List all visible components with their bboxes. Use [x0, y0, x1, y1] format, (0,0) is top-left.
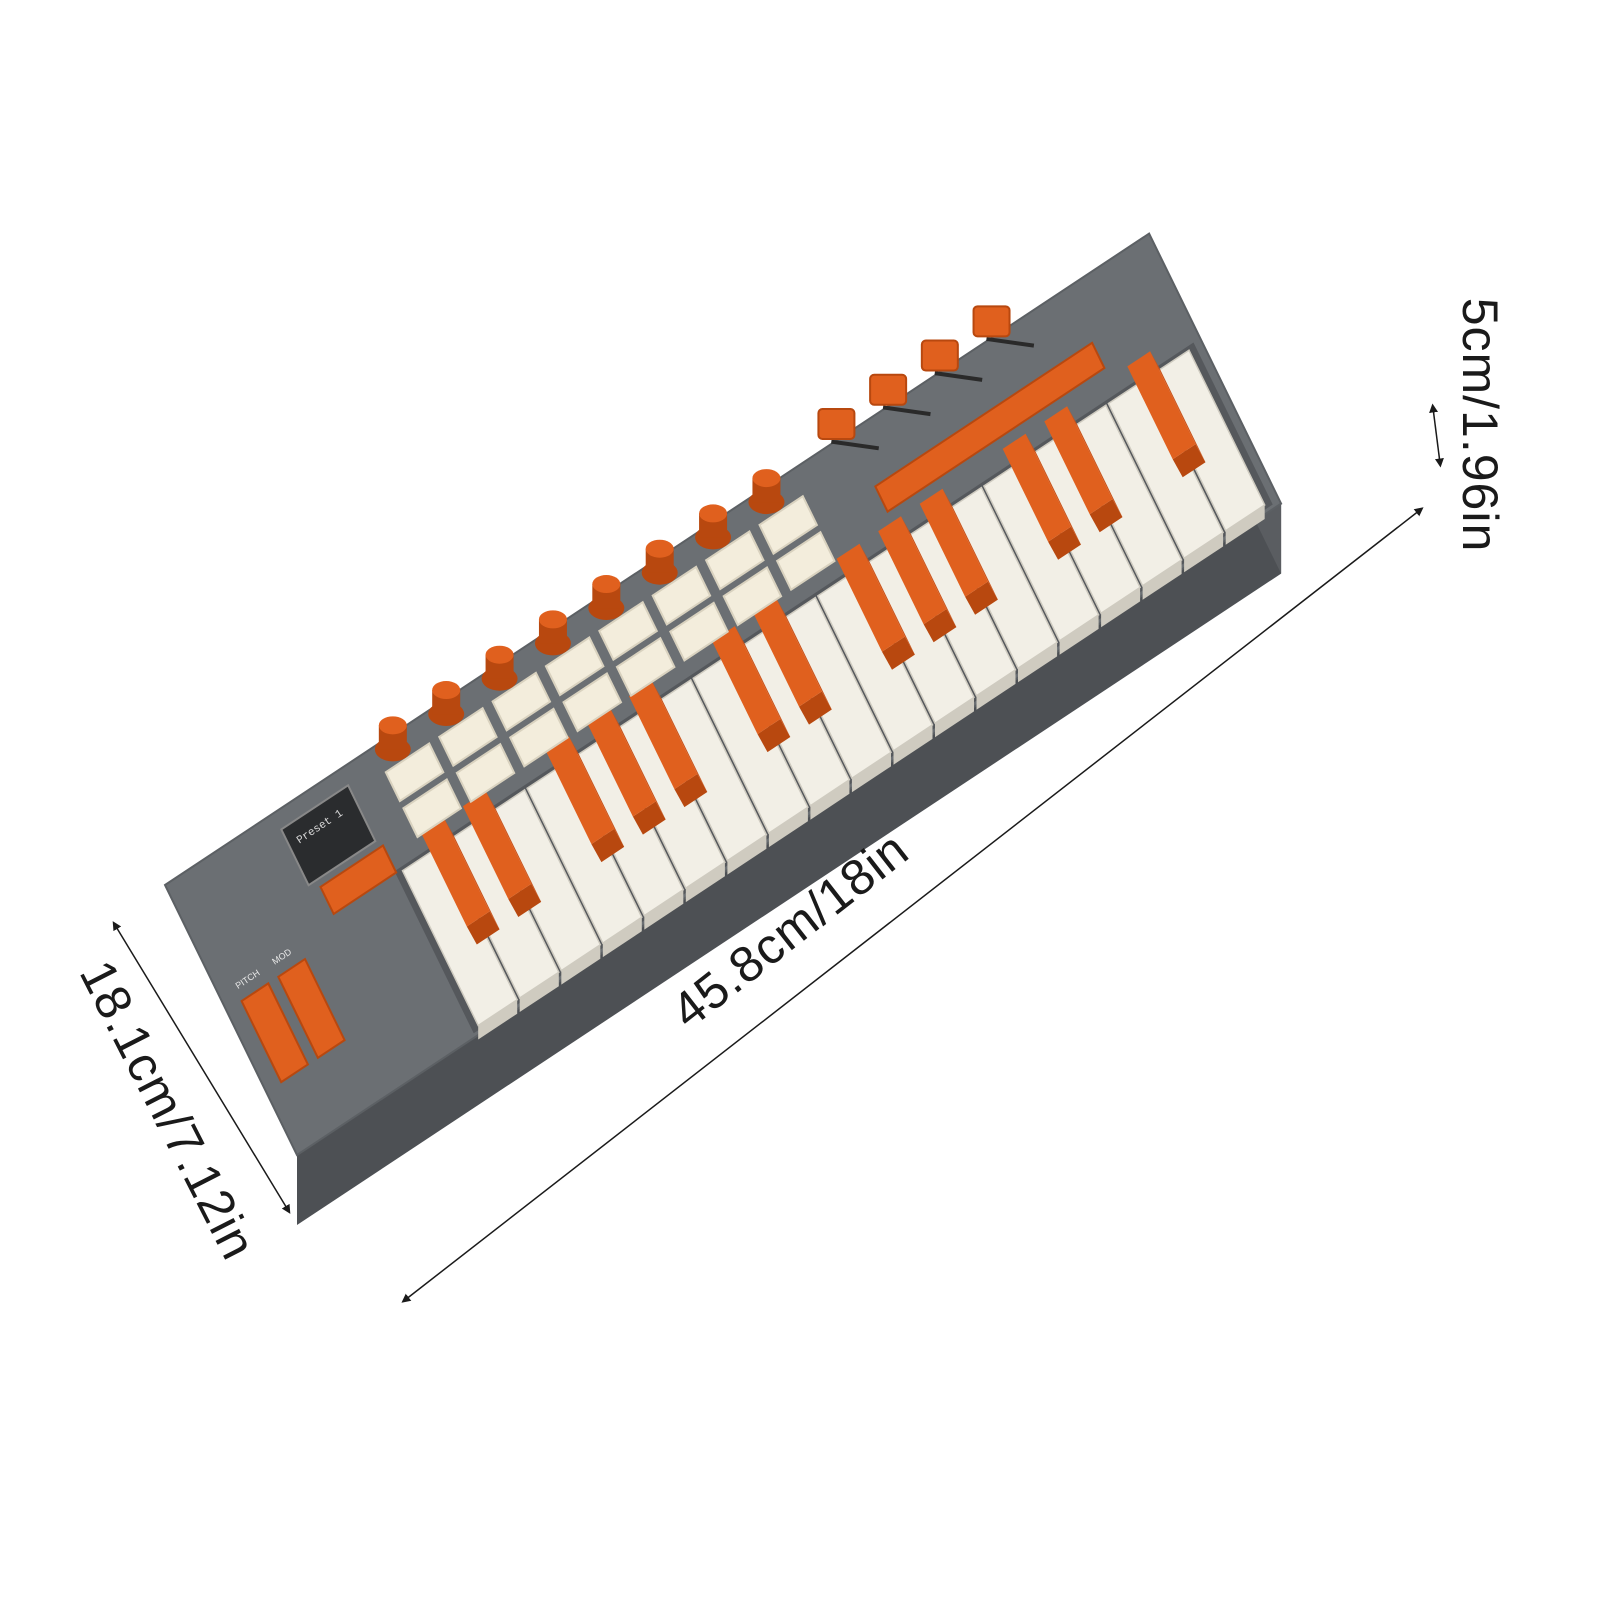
fader-track	[831, 439, 880, 451]
fader-cap	[817, 407, 856, 440]
knob	[752, 469, 781, 488]
fader-track	[986, 336, 1035, 348]
depth-dimension-line	[112, 921, 291, 1214]
black-key-side	[1150, 351, 1206, 463]
knob	[485, 645, 514, 664]
knob	[378, 716, 407, 735]
mod-wheel	[277, 957, 346, 1060]
black-key-front	[1172, 444, 1206, 478]
knob	[538, 610, 567, 629]
height-dimension-line	[1429, 403, 1444, 468]
display-screen	[280, 783, 377, 887]
black-key	[1044, 406, 1113, 515]
black-key-side	[1067, 406, 1123, 518]
black-key	[1127, 351, 1196, 460]
transport-button-strip	[874, 341, 1106, 514]
knob	[592, 575, 621, 594]
knob	[645, 539, 674, 558]
height-dimension-label: 5cm/1.96in	[1452, 297, 1508, 553]
fader-track	[882, 405, 931, 417]
fader-cap	[920, 339, 959, 372]
fader-track	[934, 371, 983, 382]
fader-cap	[869, 373, 908, 406]
length-dimension-line	[401, 507, 1424, 1303]
knob	[699, 504, 728, 523]
fader-cap	[972, 305, 1011, 338]
nav-button-cluster	[319, 844, 398, 916]
knob	[432, 681, 461, 700]
